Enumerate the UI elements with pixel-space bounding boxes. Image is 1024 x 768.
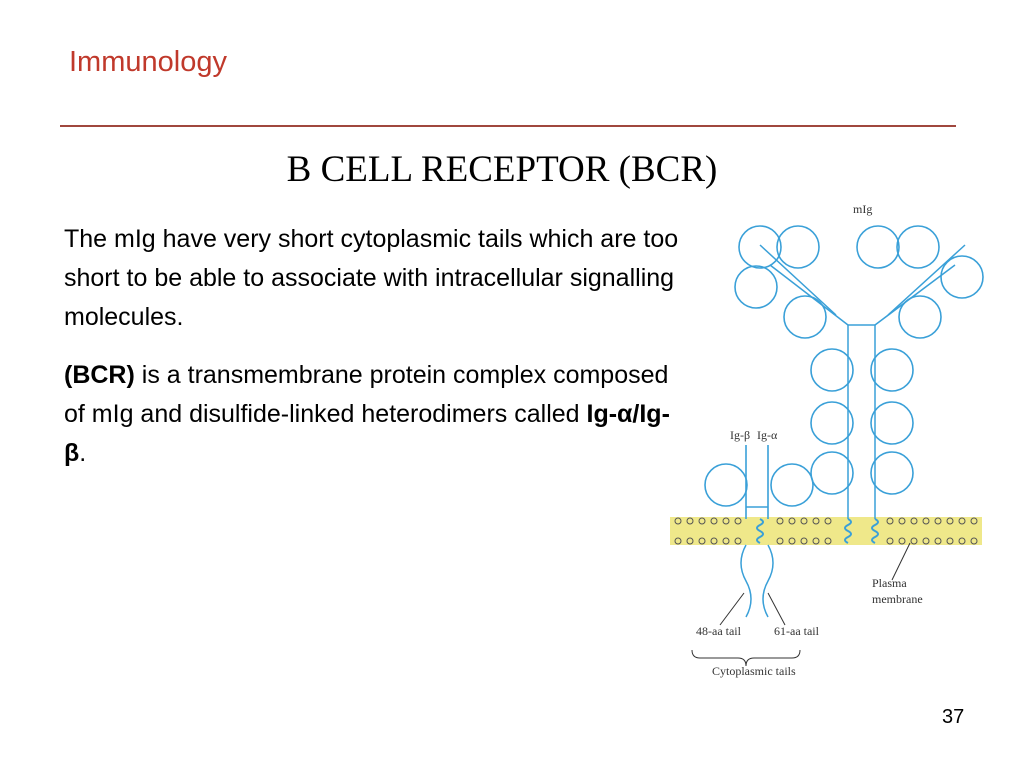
plasma-membrane-band [670,517,982,545]
bcr-diagram: mIg Ig-β Ig-α Plasma membrane 48-aa tail… [670,202,984,678]
mig-heavy-chains [759,244,966,519]
paragraph-2-text: is a transmembrane protein complex compo… [64,361,669,428]
leader-lines [691,542,911,667]
label-61-aa-tail: 61-aa tail [774,624,820,638]
lipid-heads-top [674,517,978,525]
mig-domains [734,225,984,495]
label-ig-beta: Ig-β [730,428,750,442]
label-membrane: membrane [872,592,923,606]
slide-title: B CELL RECEPTOR (BCR) [286,149,718,190]
ig-alpha-beta [704,445,814,519]
ig-heterodimer-term: Ig-α/Ig-β [64,400,670,467]
transmembrane-helices [756,518,879,544]
cytoplasmic-tail-lines [740,544,774,618]
bcr-term: (BCR) [64,361,135,390]
paragraph-2-end: . [79,438,87,467]
body-text: The mIg have very short cytoplasmic tail… [64,220,684,493]
paragraph-1: The mIg have very short cytoplasmic tail… [64,225,679,331]
header-divider [60,125,956,127]
label-48-aa-tail: 48-aa tail [696,624,742,638]
header-title: Immunology [69,46,227,78]
label-ig-alpha: Ig-α [757,428,778,442]
label-plasma: Plasma [872,576,907,590]
paragraph-2: (BCR) is a transmembrane protein complex… [64,356,684,472]
page-number: 37 [942,706,965,728]
label-mig: mIg [853,202,872,216]
label-cytoplasmic-tails: Cytoplasmic tails [712,664,796,678]
lipid-heads-bottom [674,537,978,545]
